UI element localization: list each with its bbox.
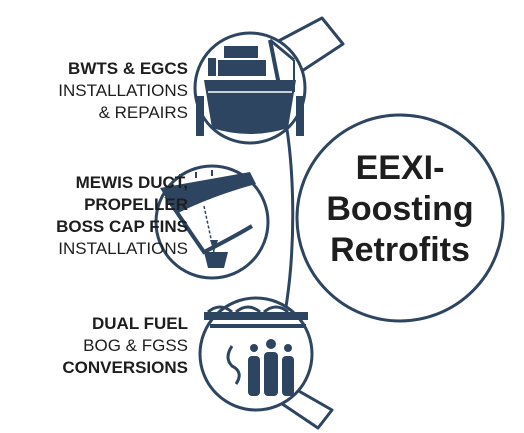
label-line: INSTALLATIONS [58,239,188,258]
center-title-line: Retrofits [330,231,470,269]
label-bold-line: DUAL FUEL [91,314,188,333]
label-bwts-egcs: BWTS & EGCS INSTALLATIONS & REPAIRS [58,58,188,124]
center-title-line: EEXI- [355,149,445,187]
center-title-line: Boosting [326,190,474,228]
center-title: EEXI- Boosting Retrofits [300,148,500,271]
label-dual-fuel: DUAL FUEL BOG & FGSS CONVERSIONS [62,313,188,379]
ship-bow-propeller-icon [154,164,270,280]
label-bold-line: MEWIS DUCT, [75,173,188,192]
label-line: & REPAIRS [98,103,188,122]
label-bold-line: PROPELLER [84,195,188,214]
label-line: BOG & FGSS [83,336,188,355]
ship-crane-icon [193,31,307,145]
label-bold-line: BOSS CAP FINS [56,217,188,236]
gas-cylinders-icon [198,296,314,412]
label-line: INSTALLATIONS [58,81,188,100]
label-mewis-duct: MEWIS DUCT, PROPELLER BOSS CAP FINS INST… [56,172,188,260]
label-bold-line: CONVERSIONS [62,358,188,377]
center-circle [295,113,505,323]
label-bold-line: BWTS & EGCS [68,59,188,78]
